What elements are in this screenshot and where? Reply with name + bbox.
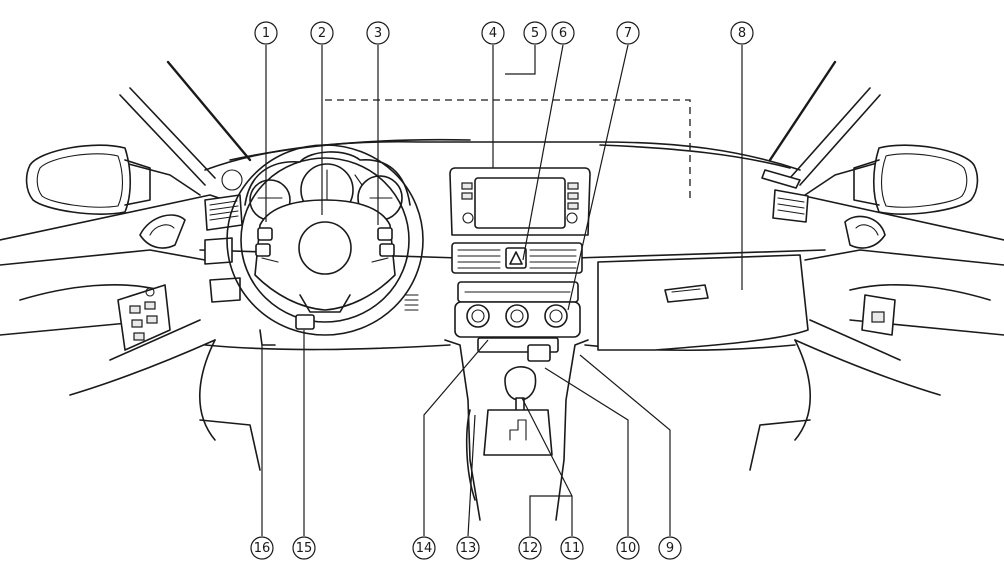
right-side-mirror (853, 144, 979, 215)
windshield-frame (119, 60, 881, 186)
callout-number: 1 (262, 26, 270, 41)
callout-circle (250, 536, 274, 560)
callout-16: 16 (250, 536, 274, 560)
callout-circle (560, 536, 584, 560)
callout-circle (366, 21, 390, 45)
callout-3: 3 (366, 21, 390, 45)
callout-circle (481, 21, 505, 45)
callout-number: 11 (564, 541, 581, 556)
center-display (449, 167, 591, 236)
callout-9: 9 (658, 536, 682, 560)
callout-circle (518, 536, 542, 560)
callout-circle (456, 536, 480, 560)
floor (198, 339, 812, 471)
callout-15: 15 (292, 536, 316, 560)
callout-circle (523, 21, 547, 45)
right-dash-vents (761, 169, 809, 223)
callout-circle (292, 536, 316, 560)
callout-circle (730, 21, 754, 45)
callout-13: 13 (456, 536, 480, 560)
glovebox (597, 254, 809, 351)
callout-7: 7 (616, 21, 640, 45)
callout-circle (658, 536, 682, 560)
callout-6: 6 (551, 21, 575, 45)
dashed-highlight (325, 99, 691, 200)
callout-8: 8 (730, 21, 754, 45)
callout-number: 13 (460, 541, 477, 556)
callout-number: 16 (254, 541, 271, 556)
callout-leaders (261, 44, 743, 537)
callout-number: 8 (738, 26, 746, 41)
callout-number: 2 (318, 26, 326, 41)
steering-column (259, 294, 419, 346)
callout-1: 1 (254, 21, 278, 45)
callout-11: 11 (560, 536, 584, 560)
dashboard-top (199, 138, 826, 352)
callout-number: 10 (620, 541, 637, 556)
callout-2: 2 (310, 21, 334, 45)
callout-circle (254, 21, 278, 45)
callout-number: 5 (531, 26, 539, 41)
callout-10: 10 (616, 536, 640, 560)
callout-number: 12 (522, 541, 539, 556)
callout-circle (616, 536, 640, 560)
callout-number: 14 (416, 541, 433, 556)
callout-12: 12 (518, 536, 542, 560)
climate-control-panel (454, 281, 581, 338)
center-vents (451, 242, 583, 274)
callout-circle (310, 21, 334, 45)
callout-number: 7 (624, 26, 632, 41)
left-side-mirror (25, 144, 151, 215)
callout-number: 9 (666, 541, 674, 556)
steering-wheel (226, 144, 424, 336)
callout-5: 5 (523, 21, 547, 45)
callout-4: 4 (481, 21, 505, 45)
center-console (444, 337, 589, 521)
callout-circle (551, 21, 575, 45)
callout-14: 14 (412, 536, 436, 560)
callout-number: 3 (374, 26, 382, 41)
left-door-panel (0, 154, 226, 396)
callout-number: 4 (489, 26, 497, 41)
callout-number: 6 (559, 26, 567, 41)
callout-circle (412, 536, 436, 560)
callout-circle (616, 21, 640, 45)
callout-number: 15 (296, 541, 313, 556)
right-door-panel (784, 154, 1004, 396)
left-dash-controls (204, 169, 243, 303)
